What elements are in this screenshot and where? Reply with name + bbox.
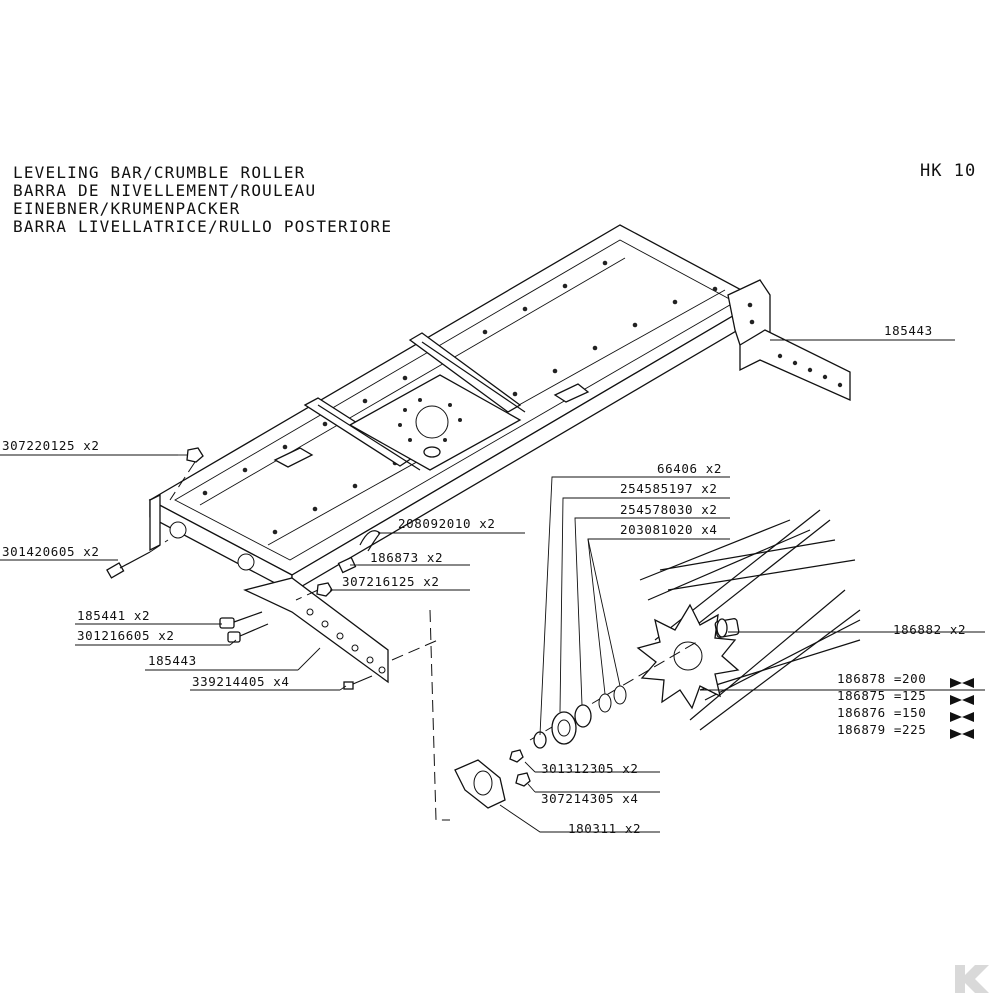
title-line-de: EINEBNER/KRUMENPACKER bbox=[13, 199, 241, 218]
label-186876: 186876 =150 bbox=[837, 705, 926, 720]
label-203081020: 203081020 x4 bbox=[620, 522, 718, 537]
left-fasteners bbox=[106, 447, 381, 690]
rail-holes bbox=[202, 260, 718, 535]
circlip-203081020-b bbox=[613, 685, 627, 705]
model-code: HK 10 bbox=[920, 161, 976, 181]
label-254585197: 254585197 x2 bbox=[620, 481, 718, 496]
bowtie-arrows-icon bbox=[950, 712, 974, 722]
title-line-fr: BARRA DE NIVELLEMENT/ROULEAU bbox=[13, 181, 316, 200]
label-254578030: 254578030 x2 bbox=[620, 502, 718, 517]
label-180311: 180311 x2 bbox=[568, 821, 641, 836]
nut-307214305 bbox=[515, 772, 531, 787]
label-339214405: 339214405 x4 bbox=[192, 674, 290, 689]
bowtie-arrows-icon bbox=[950, 678, 974, 688]
bolt-301420605-head bbox=[106, 562, 125, 579]
label-186875: 186875 =125 bbox=[837, 688, 926, 703]
star-disc-hub bbox=[673, 641, 703, 671]
adjust-bar-left-holes bbox=[306, 608, 386, 674]
label-185443-bottom: 185443 bbox=[148, 653, 197, 668]
bolt-301312305 bbox=[509, 749, 524, 763]
label-186878: 186878 =200 bbox=[837, 671, 926, 686]
label-301420605: 301420605 x2 bbox=[2, 544, 100, 559]
title-line-it: BARRA LIVELLATRICE/RULLO POSTERIORE bbox=[13, 217, 392, 236]
bowtie-arrows-icon bbox=[950, 678, 974, 739]
left-pivot-pin bbox=[169, 521, 187, 539]
screw-339214405 bbox=[343, 681, 354, 690]
label-301216605: 301216605 x2 bbox=[77, 628, 175, 643]
label-301312305: 301312305 x2 bbox=[541, 761, 639, 776]
left-pivot-pin-2 bbox=[237, 553, 255, 571]
bolt-301216605 bbox=[227, 631, 241, 643]
k-logo-icon bbox=[955, 965, 989, 993]
circlip-203081020-a bbox=[598, 693, 612, 713]
label-186873: 186873 x2 bbox=[370, 550, 443, 565]
nut-307216125 bbox=[316, 582, 333, 597]
label-66406: 66406 x2 bbox=[657, 461, 722, 476]
label-185443-top: 185443 bbox=[884, 323, 933, 338]
bowtie-arrows-icon bbox=[950, 729, 974, 739]
axle-end bbox=[716, 618, 728, 638]
leveling-bar-frame bbox=[148, 224, 851, 684]
adjust-bar-left bbox=[243, 577, 389, 684]
label-208092010: 208092010 x2 bbox=[398, 516, 496, 531]
label-307214305: 307214305 x4 bbox=[541, 791, 639, 806]
label-307216125: 307216125 x2 bbox=[342, 574, 440, 589]
centre-bushing bbox=[423, 446, 441, 458]
part-labels: 185443 307220125 x2 301420605 x2 2080920… bbox=[2, 323, 966, 836]
pin-185441 bbox=[219, 617, 235, 629]
adjust-bar-right-holes bbox=[777, 353, 843, 388]
nut-307220125 bbox=[186, 447, 204, 463]
centre-plate-bore bbox=[415, 405, 449, 439]
title-line-en: LEVELING BAR/CRUMBLE ROLLER bbox=[13, 163, 306, 182]
leader-lines bbox=[0, 339, 985, 833]
label-307220125: 307220125 x2 bbox=[2, 438, 100, 453]
left-end-bracket bbox=[149, 493, 161, 552]
bowtie-arrows-icon bbox=[950, 695, 974, 705]
label-186879: 186879 =225 bbox=[837, 722, 926, 737]
assembly-dash-line bbox=[429, 609, 450, 821]
title-block: LEVELING BAR/CRUMBLE ROLLER BARRA DE NIV… bbox=[13, 161, 976, 236]
bushing-186873 bbox=[337, 556, 357, 574]
crumble-roller bbox=[454, 509, 861, 809]
ring-254578030 bbox=[574, 704, 592, 728]
label-185441: 185441 x2 bbox=[77, 608, 150, 623]
roller-rods bbox=[639, 509, 861, 731]
label-186882: 186882 x2 bbox=[893, 622, 966, 637]
